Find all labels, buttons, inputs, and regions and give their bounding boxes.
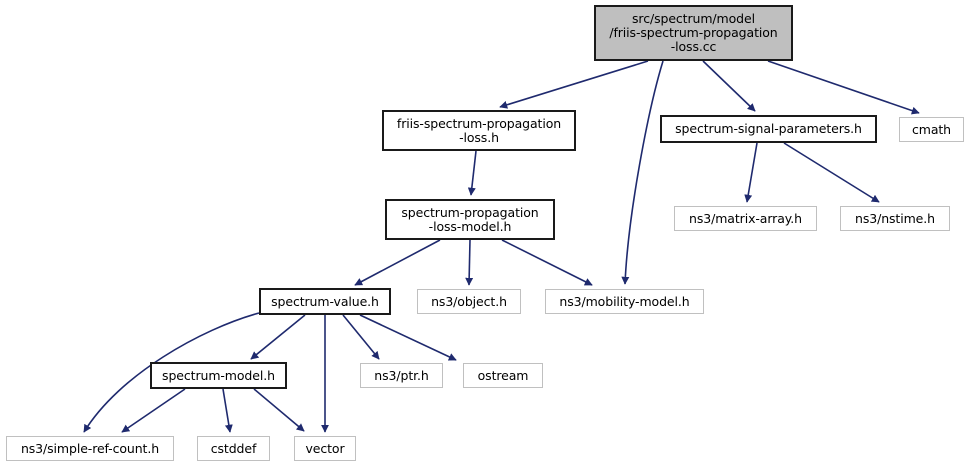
edge-signal-params-h-to-nstime-h (783, 142, 880, 203)
edge-root-to-friis-h (499, 60, 649, 109)
node-nstime-h[interactable]: ns3/nstime.h (840, 206, 950, 231)
node-mobility-model-h[interactable]: ns3/mobility-model.h (545, 289, 704, 314)
edge-friis-h-to-prop-loss-model-h (467, 150, 477, 196)
node-simple-ref-count-h[interactable]: ns3/simple-ref-count.h (6, 436, 174, 461)
node-object-h[interactable]: ns3/object.h (417, 289, 521, 314)
node-spectrum-value-h[interactable]: spectrum-value.h (259, 288, 391, 315)
edge-spectrum-model-h-to-simple-ref-count-h (121, 388, 186, 433)
node-ptr-h[interactable]: ns3/ptr.h (360, 363, 443, 388)
edge-spectrum-value-h-to-spectrum-model-h (250, 314, 306, 360)
node-root[interactable]: src/spectrum/model /friis-spectrum-propa… (594, 5, 793, 61)
edge-spectrum-model-h-to-cstddef (222, 388, 233, 433)
node-prop-loss-model-h[interactable]: spectrum-propagation -loss-model.h (385, 199, 555, 240)
edge-prop-loss-model-h-to-object-h (465, 239, 474, 286)
edge-root-to-mobility-model-h (621, 60, 664, 285)
node-matrix-array-h[interactable]: ns3/matrix-array.h (674, 206, 817, 231)
node-ostream[interactable]: ostream (463, 363, 543, 388)
edge-prop-loss-model-h-to-mobility-model-h (501, 239, 593, 286)
edge-root-to-cmath (767, 60, 920, 115)
node-cstddef[interactable]: cstddef (197, 436, 270, 461)
edge-spectrum-value-h-to-ostream (359, 314, 457, 361)
node-vector[interactable]: vector (294, 436, 356, 461)
node-friis-h[interactable]: friis-spectrum-propagation -loss.h (382, 110, 576, 151)
edge-root-to-signal-params-h (702, 60, 756, 112)
edge-spectrum-value-h-to-ptr-h (342, 314, 380, 360)
edge-prop-loss-model-h-to-spectrum-value-h (354, 239, 441, 286)
edge-signal-params-h-to-matrix-array-h (744, 142, 758, 203)
node-signal-params-h[interactable]: spectrum-signal-parameters.h (660, 115, 877, 143)
node-spectrum-model-h[interactable]: spectrum-model.h (150, 362, 287, 389)
node-cmath[interactable]: cmath (899, 117, 964, 142)
edge-spectrum-model-h-to-vector (253, 388, 305, 432)
